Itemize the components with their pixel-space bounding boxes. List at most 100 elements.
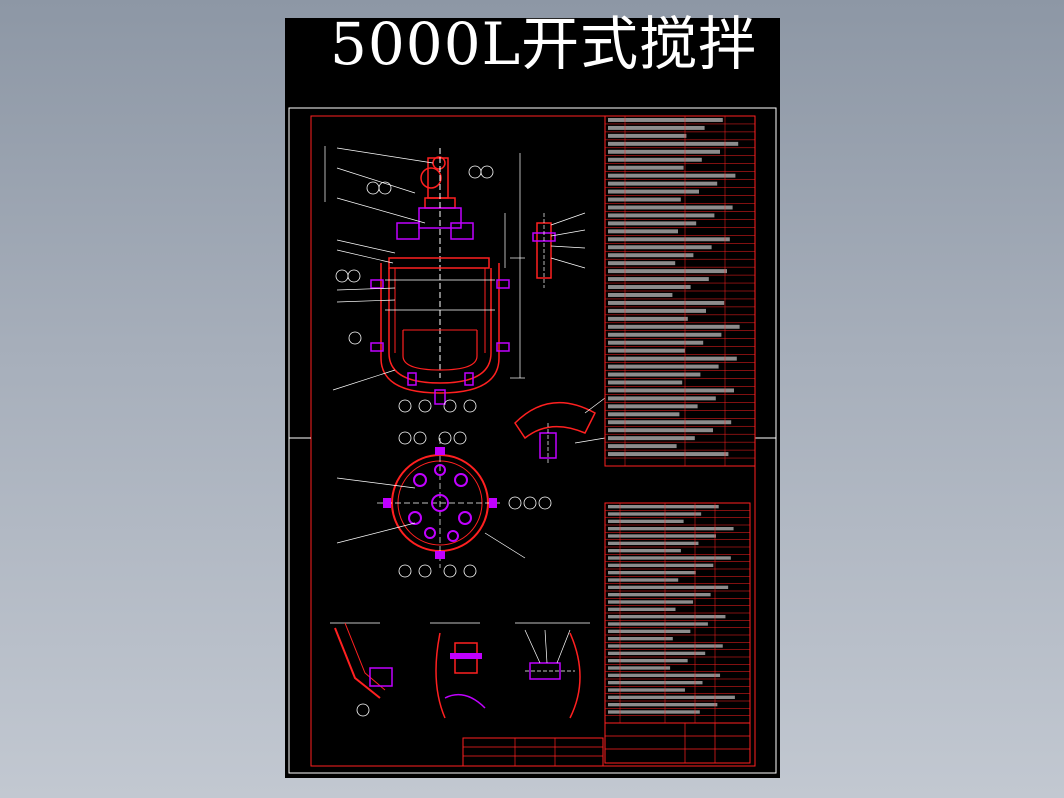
table-cell-text-mark — [608, 622, 708, 626]
table-cell-text-mark — [608, 607, 676, 611]
table-cell-text-mark — [608, 356, 737, 361]
table-cell-text-mark — [608, 308, 706, 313]
table-cell-text-mark — [608, 237, 730, 242]
drive-unit — [418, 148, 462, 378]
table-cell-text-mark — [608, 703, 718, 707]
table-cell-text-mark — [608, 118, 723, 122]
table-cell-text-mark — [608, 505, 719, 509]
title-block — [604, 722, 751, 764]
table-cell-text-mark — [608, 269, 727, 274]
part-balloons — [335, 165, 494, 413]
drawing-title: 5000L开式搅拌 — [330, 10, 758, 78]
table-cell-text-mark — [608, 261, 676, 266]
plan-view — [336, 431, 552, 578]
parts-list-table — [604, 502, 751, 724]
detail-view-sight-glass — [430, 622, 486, 719]
table-cell-text-mark — [608, 578, 679, 582]
detail-view-manhole — [514, 397, 606, 463]
table-cell-text-mark — [608, 549, 681, 553]
table-cell-text-mark — [608, 571, 696, 575]
plan-balloons — [398, 431, 552, 578]
table-cell-text-mark — [608, 593, 711, 597]
table-cell-text-mark — [608, 412, 680, 417]
table-cell-text-mark — [608, 364, 719, 369]
table-cell-text-mark — [608, 332, 722, 337]
table-cell-text-mark — [608, 710, 700, 714]
table-cell-text-mark — [608, 253, 694, 258]
table-cell-text-mark — [608, 181, 718, 186]
table-cell-text-mark — [608, 213, 715, 218]
table-cell-text-mark — [608, 149, 720, 154]
table-cell-text-mark — [608, 436, 695, 441]
table-cell-text-mark — [608, 340, 704, 345]
table-cell-text-mark — [608, 285, 691, 289]
leader-lines — [324, 146, 434, 391]
detail-view-inlet — [515, 622, 590, 719]
table-cell-text-mark — [608, 688, 685, 692]
table-cell-text-mark — [608, 229, 678, 234]
vessel-shell — [388, 268, 492, 384]
table-cell-text-mark — [608, 651, 706, 655]
table-cell-text-mark — [608, 452, 729, 457]
top-flange — [388, 257, 490, 269]
detail-view-upper-right — [532, 212, 586, 288]
table-cell-text-mark — [608, 300, 725, 305]
table-cell-text-mark — [608, 556, 731, 560]
table-cell-text-mark — [608, 659, 688, 663]
table-cell-text-mark — [608, 245, 712, 250]
table-cell-text-mark — [608, 404, 698, 409]
table-cell-text-mark — [608, 444, 677, 449]
table-cell-text-mark — [608, 205, 733, 210]
anchor-agitator — [402, 330, 478, 371]
table-cell-text-mark — [608, 527, 734, 531]
table-cell-text-mark — [608, 348, 685, 353]
table-cell-text-mark — [608, 637, 673, 641]
table-cell-text-mark — [608, 681, 703, 685]
table-cell-text-mark — [608, 512, 702, 516]
table-cell-text-mark — [608, 563, 714, 567]
table-cell-text-mark — [608, 197, 681, 202]
table-cell-text-mark — [608, 541, 699, 545]
table-cell-text-mark — [608, 615, 726, 619]
table-cell-text-mark — [608, 695, 735, 699]
table-cell-text-mark — [608, 157, 702, 162]
table-cell-text-mark — [608, 629, 691, 633]
jacket — [380, 263, 500, 394]
vessel-front-view — [324, 146, 525, 413]
table-cell-text-mark — [608, 221, 697, 226]
plan-nozzles — [408, 464, 472, 542]
table-cell-text-mark — [608, 673, 721, 677]
table-cell-text-mark — [608, 388, 734, 393]
detail-view-vent — [330, 622, 393, 717]
table-cell-text-mark — [608, 293, 673, 297]
table-cell-text-mark — [608, 534, 716, 538]
table-cell-text-mark — [608, 585, 729, 589]
table-cell-text-mark — [608, 141, 739, 146]
cad-drawing — [288, 107, 777, 774]
technical-spec-table — [604, 115, 756, 467]
table-cell-text-mark — [608, 372, 701, 377]
table-cell-text-mark — [608, 600, 694, 604]
nozzle-top-left — [396, 222, 420, 240]
nozzle-top-right — [450, 222, 474, 240]
table-cell-text-mark — [608, 324, 740, 329]
table-cell-text-mark — [608, 316, 688, 321]
table-cell-text-mark — [608, 519, 684, 523]
table-cell-text-mark — [608, 165, 684, 170]
table-cell-text-mark — [608, 133, 687, 138]
table-cell-text-mark — [608, 380, 683, 385]
table-cell-text-mark — [608, 396, 716, 401]
table-cell-text-mark — [608, 428, 713, 433]
table-cell-text-mark — [608, 125, 705, 130]
revision-table — [462, 737, 604, 767]
bottom-outlet — [434, 389, 446, 405]
table-cell-text-mark — [608, 189, 699, 194]
outer-frame — [288, 107, 777, 774]
table-cell-text-mark — [608, 420, 732, 425]
plan-lugs — [383, 447, 497, 559]
table-cell-text-mark — [608, 173, 736, 178]
table-cell-text-mark — [608, 644, 723, 648]
table-cell-text-mark — [608, 666, 671, 670]
table-cell-text-mark — [608, 277, 709, 282]
dimension-lines — [385, 153, 525, 379]
